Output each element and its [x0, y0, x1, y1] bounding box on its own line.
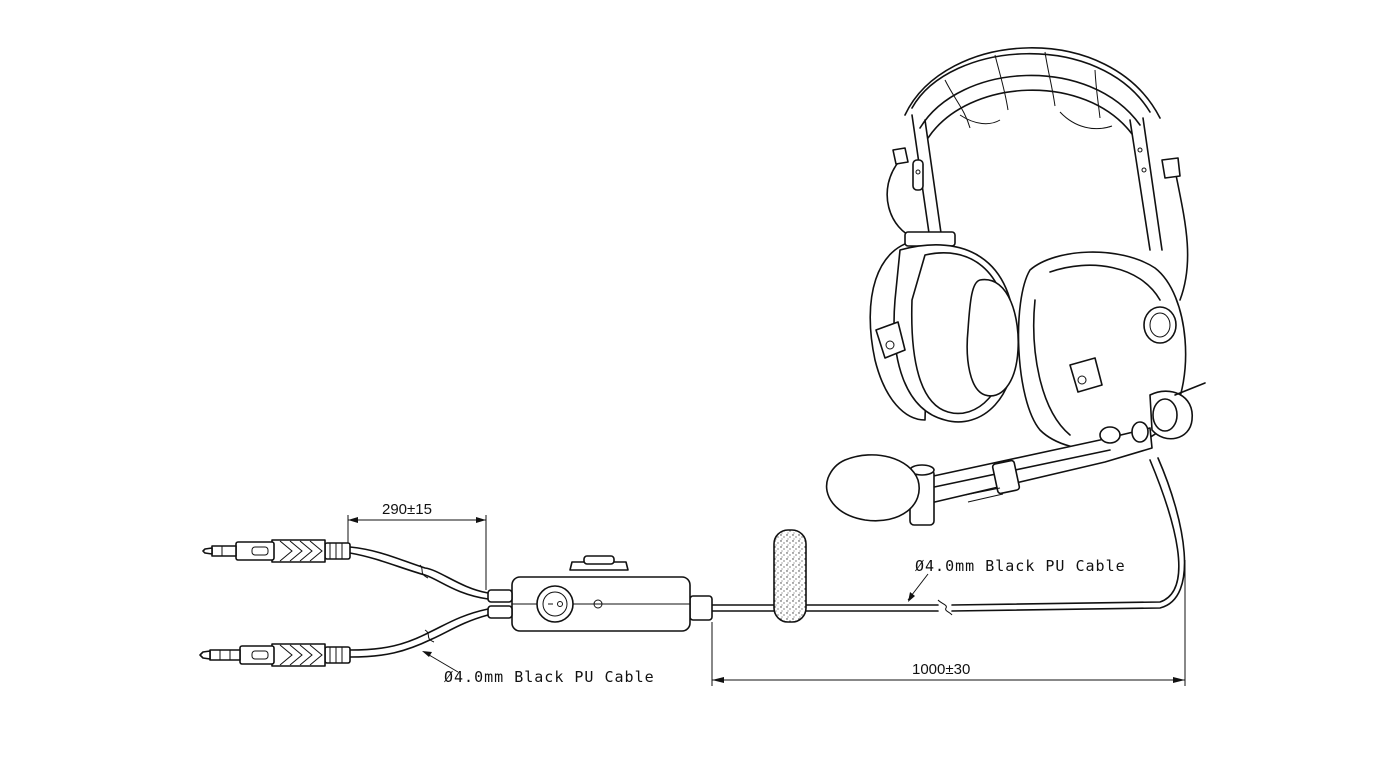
cable-velcro-strap: [773, 529, 807, 623]
plug-cable-leader: Ø4.0mm Black PU Cable: [422, 651, 655, 686]
right-ear-cup: [1017, 251, 1206, 451]
lower-plug: [199, 643, 351, 667]
main-cable-label: Ø4.0mm Black PU Cable: [915, 557, 1126, 575]
plug-cable-label: Ø4.0mm Black PU Cable: [444, 668, 655, 686]
left-ear-cup: [869, 231, 1020, 423]
main-cable: [711, 457, 1186, 616]
headset: [825, 47, 1206, 526]
dimension-1000-label: 1000±30: [912, 661, 970, 678]
microphone-windscreen: [825, 454, 920, 522]
dimension-290: 290±15: [347, 501, 487, 590]
plug-cables: [349, 546, 489, 658]
microphone-boom: [909, 421, 1153, 526]
main-cable-leader: Ø4.0mm Black PU Cable: [907, 557, 1126, 602]
upper-plug: [202, 539, 351, 563]
dimension-1000: 1000±30: [711, 560, 1186, 686]
dimension-290-label: 290±15: [382, 501, 432, 518]
inline-control-box: [487, 555, 713, 632]
